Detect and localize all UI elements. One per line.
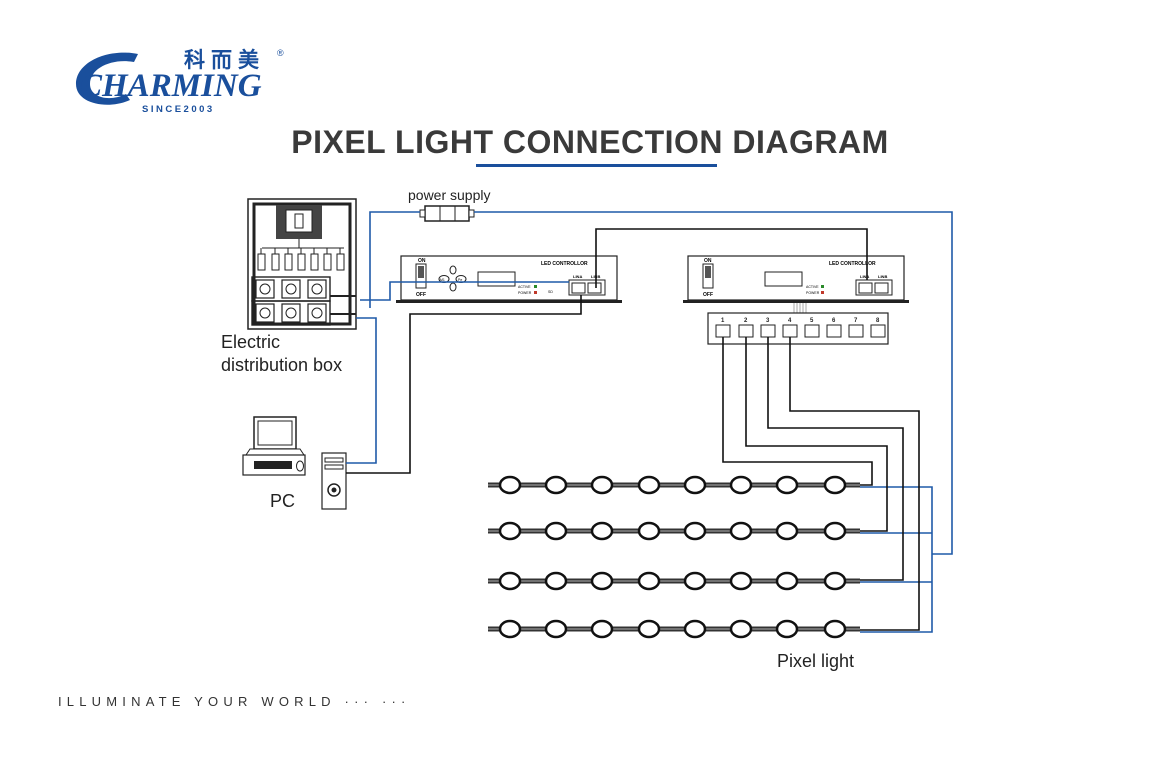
logo-registered: ®: [277, 48, 284, 58]
main-sd: SD: [548, 290, 553, 294]
port-label-6: 6: [832, 318, 836, 324]
port-label-4: 4: [788, 318, 792, 324]
logo-chinese: 科而美: [184, 48, 265, 72]
distribution-box-label-line2: distribution box: [221, 355, 343, 375]
port-distributor: 1 2 3 4 5 6 7 8: [707, 312, 889, 345]
pc-label: PC: [270, 491, 296, 511]
main-on-label: ON: [418, 258, 426, 264]
slave-lina: LINA: [860, 274, 869, 279]
title-underline: [476, 164, 717, 167]
pixel-string-4: [488, 619, 860, 639]
slave-active: ACTIVE: [806, 285, 819, 289]
slave-controller-name: LED CONTROLLOR: [829, 261, 876, 267]
main-btn-a: M1: [440, 278, 445, 282]
main-controller-name: LED CONTROLLOR: [541, 261, 588, 267]
pc: [242, 416, 347, 510]
port-label-1: 1: [721, 318, 725, 324]
port-label-3: 3: [766, 318, 770, 324]
led-controller-main: ON OFF M1 Pe LED CONTROLLOR ACTIVE POWER…: [396, 255, 622, 303]
logo-swoosh: [76, 52, 138, 105]
power-supply-label: power supply: [408, 187, 491, 203]
distribution-box: [247, 198, 357, 330]
main-power: POWER: [518, 291, 532, 295]
distribution-box-label-line1: Electric: [221, 332, 281, 352]
tagline: ILLUMINATE YOUR WORLD ··· ···: [58, 694, 411, 709]
pixel-string-1: [488, 475, 860, 495]
logo-since: SINCE2003: [142, 104, 215, 115]
power-wires: [346, 211, 953, 633]
pixel-light-strings: [488, 475, 860, 639]
data-wires: [346, 228, 920, 631]
port-label-2: 2: [744, 318, 748, 324]
pixel-string-2: [488, 521, 860, 541]
main-lina: LINA: [573, 274, 582, 279]
logo-wordmark: CHARMING: [80, 68, 262, 104]
slave-power: POWER: [806, 291, 820, 295]
led-controller-slave: ON OFF LED CONTROLLOR ACTIVE POWER LINA …: [683, 255, 909, 313]
port-label-7: 7: [854, 318, 858, 324]
main-active: ACTIVE: [518, 285, 531, 289]
page-title: PIXEL LIGHT CONNECTION DIAGRAM: [291, 124, 889, 160]
power-supply: [419, 205, 475, 222]
slave-on-label: ON: [704, 258, 712, 264]
main-off-label: OFF: [416, 292, 426, 298]
pixel-light-label: Pixel light: [777, 651, 855, 671]
port-label-8: 8: [876, 318, 880, 324]
slave-off-label: OFF: [703, 292, 713, 298]
slave-linb: LINB: [878, 274, 887, 279]
main-btn-b: Pe: [458, 278, 462, 282]
pixel-string-3: [488, 571, 860, 591]
port-label-5: 5: [810, 318, 814, 324]
